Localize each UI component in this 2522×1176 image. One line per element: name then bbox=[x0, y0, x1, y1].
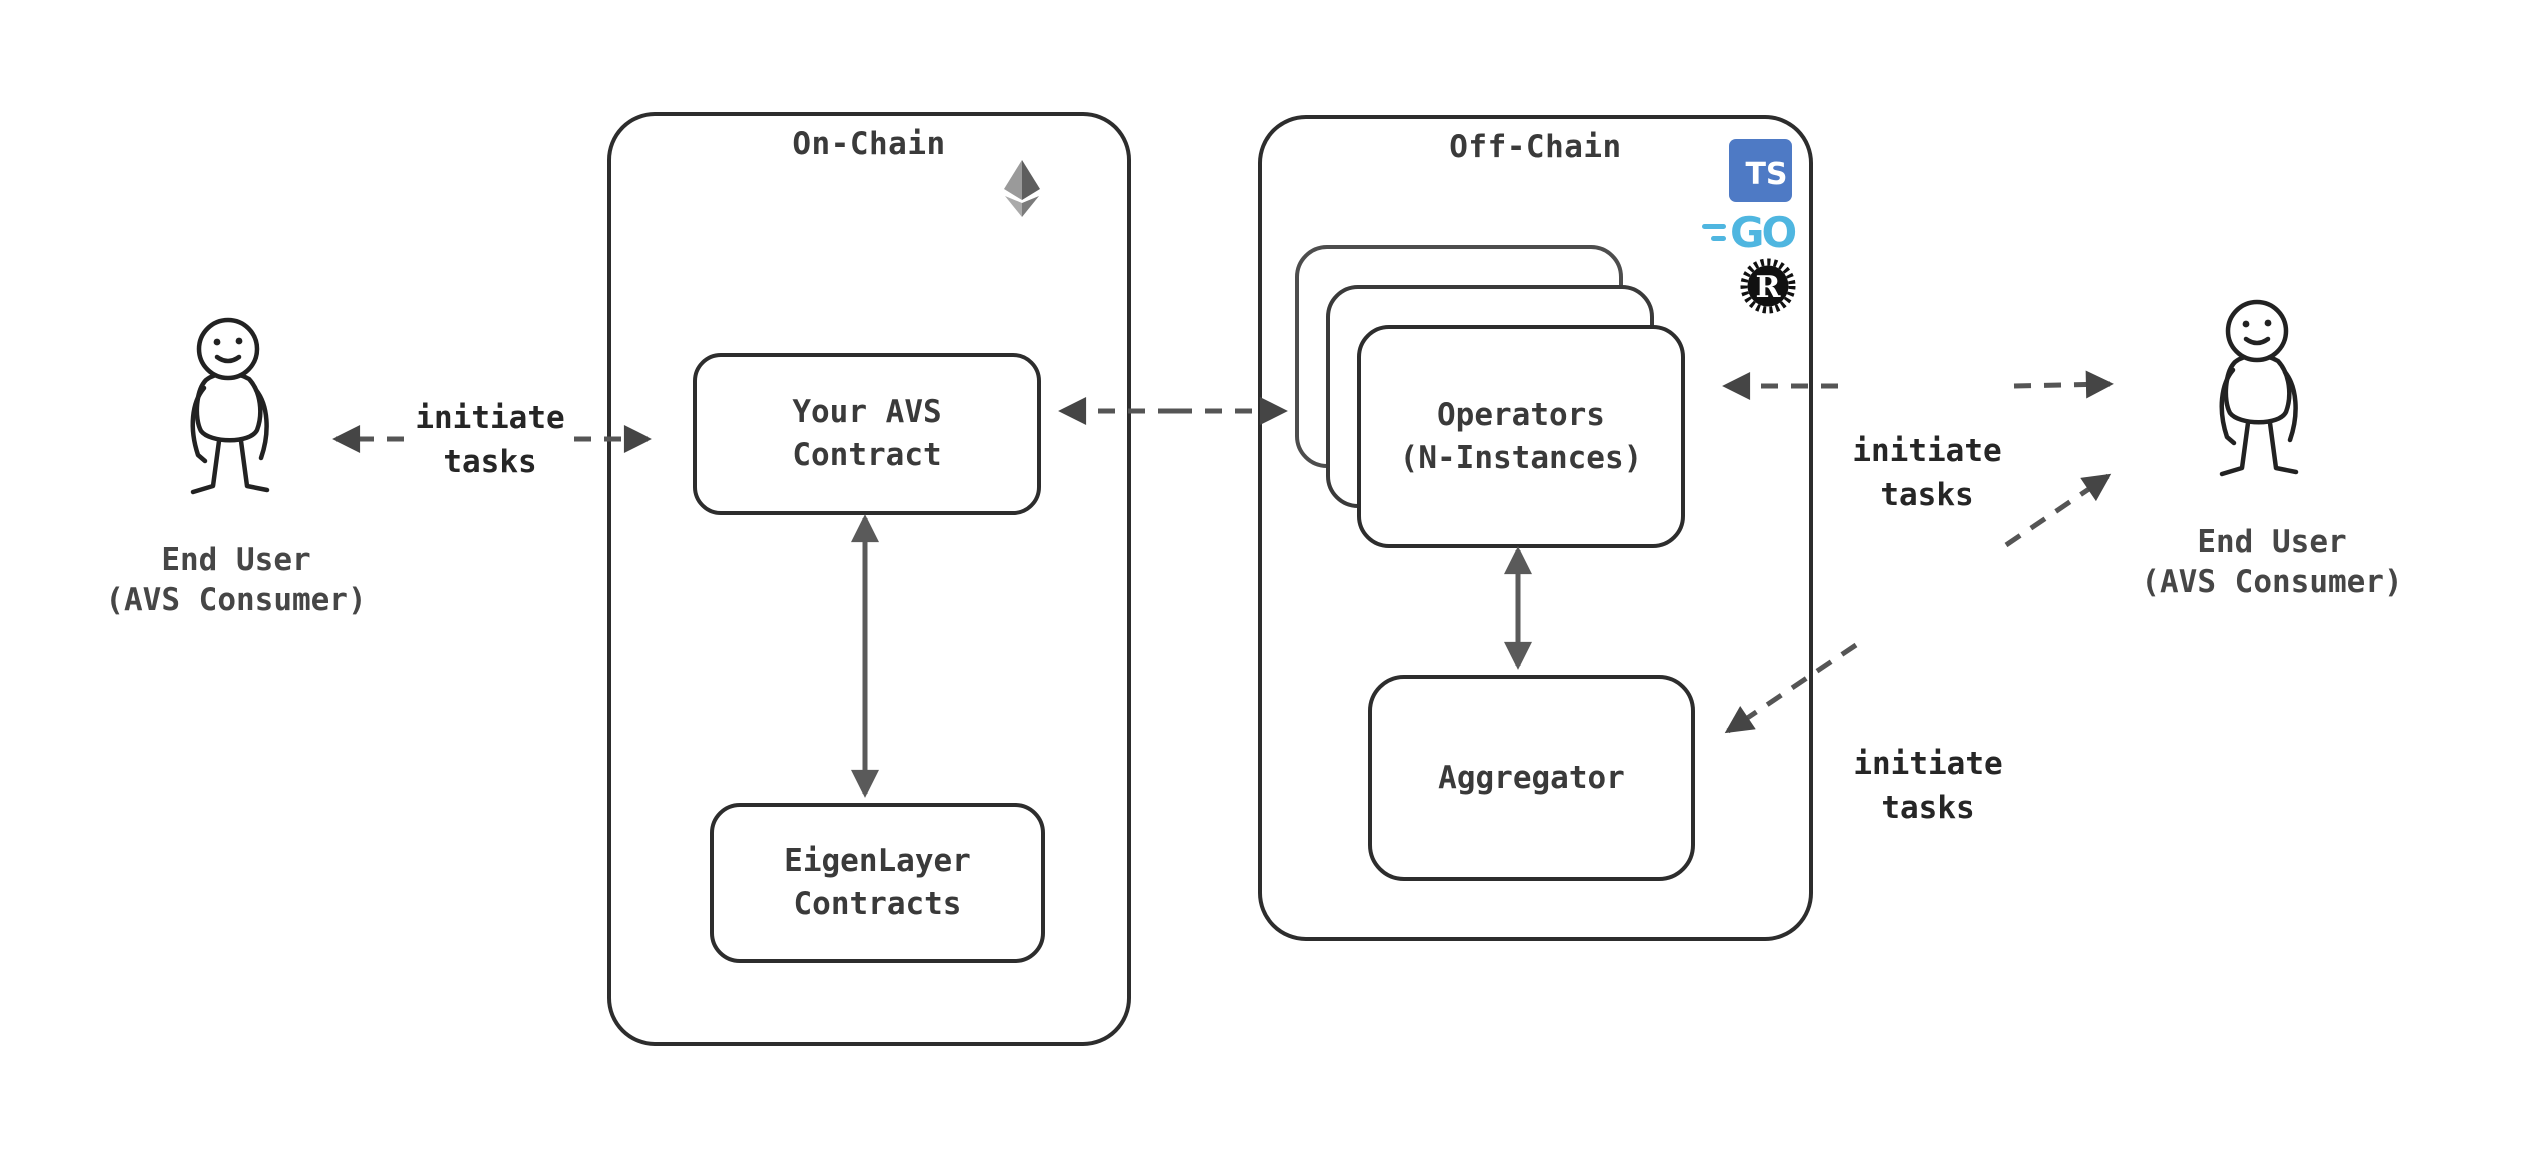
eigenlayer-contracts-label: EigenLayer Contracts bbox=[784, 843, 971, 922]
end-user-figure-left bbox=[193, 320, 267, 492]
on-chain-title: On-Chain bbox=[792, 126, 946, 162]
container-off-chain: Off-Chain bbox=[1258, 115, 1813, 941]
edge-label-right-diagonal-initiate-tasks: initiate tasks bbox=[1853, 746, 2003, 826]
operators-label: Operators (N-Instances) bbox=[1399, 396, 1643, 476]
node-eigenlayer-contracts: EigenLayer Contracts bbox=[710, 803, 1045, 963]
go-label: GO bbox=[1730, 207, 1797, 257]
go-speed-lines-icon bbox=[1702, 223, 1726, 241]
container-on-chain: On-Chain bbox=[607, 112, 1131, 1046]
your-avs-contract-label: Your AVS Contract bbox=[792, 394, 942, 473]
end-user-label-right: End User (AVS Consumer) bbox=[2141, 524, 2403, 600]
end-user-figure-right bbox=[2222, 302, 2296, 474]
end-user-label-left: End User (AVS Consumer) bbox=[105, 542, 367, 618]
go-icon: GO bbox=[1702, 207, 1797, 257]
aggregator-label: Aggregator bbox=[1438, 759, 1625, 796]
rust-icon: R bbox=[1740, 258, 1796, 314]
node-aggregator: Aggregator bbox=[1368, 675, 1695, 881]
off-chain-title: Off-Chain bbox=[1449, 129, 1622, 165]
edge-label-left-initiate-tasks: initiate tasks bbox=[415, 400, 565, 480]
operators-card-front: Operators (N-Instances) bbox=[1357, 325, 1685, 548]
typescript-label: TS bbox=[1745, 157, 1788, 192]
rust-label: R bbox=[1756, 270, 1782, 305]
node-your-avs-contract: Your AVS Contract bbox=[693, 353, 1041, 515]
rust-gear-icon bbox=[1740, 258, 1796, 314]
edge-label-right-top-initiate-tasks: initiate tasks bbox=[1852, 433, 2002, 513]
typescript-icon: TS bbox=[1729, 139, 1792, 202]
